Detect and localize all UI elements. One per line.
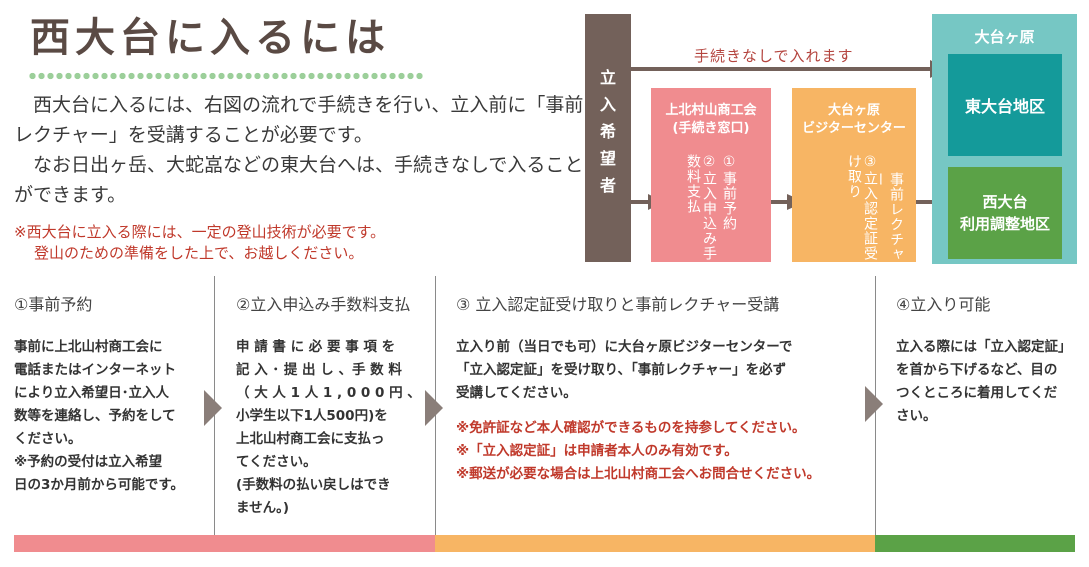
step-arrow-2 bbox=[425, 390, 443, 426]
color-bar-orange bbox=[435, 535, 875, 552]
west-odai-area: 西大台 利用調整地区 bbox=[948, 167, 1062, 259]
step-4-body: 立入る際には「立入認定証」 を首から下げるなど、目の つくところに着用してくだ … bbox=[896, 339, 1072, 424]
step-3-note-2: ※「立入認定証」は申請者本人のみ有効です。 bbox=[456, 443, 738, 459]
step3-vertical-label-b: 事前レクチャー bbox=[872, 172, 904, 262]
shokokai-title: 上北村山商工会 (手続き窓口) bbox=[665, 103, 757, 136]
visitor-center-title: 大台ヶ原 ビジターセンター bbox=[802, 103, 906, 136]
color-bar-green bbox=[875, 535, 1075, 552]
skill-notice-line-2: 登山のための準備をした上で、お越しください。 bbox=[34, 244, 364, 262]
step-arrow-1 bbox=[204, 390, 222, 426]
step-3: ③ 立入認定証受け取りと事前レクチャー受講 立入り前（当日でも可）に大台ヶ原ビジ… bbox=[456, 294, 866, 486]
step-1: ①事前予約 事前に上北山村商工会に 電話またはインターネット により立入希望日･… bbox=[14, 294, 204, 497]
step1-vertical-label: ①事前予約 bbox=[721, 154, 737, 231]
step-3-note-1: ※免許証など本人確認ができるものを持参してください。 bbox=[456, 420, 806, 436]
page-title: 西大台に入るには bbox=[30, 15, 390, 61]
step-4-heading: ④立入り可能 bbox=[896, 295, 991, 314]
step-2-heading: ②立入申込み手数料支払 bbox=[236, 295, 411, 314]
applicant-box: 立 入 希 望 者 bbox=[585, 14, 631, 262]
intro-paragraph-2: なお日出ヶ岳、大蛇嵓などの東大台へは、手続きなしで入ることができます。 bbox=[14, 154, 584, 206]
direct-entry-label: 手続きなしで入れます bbox=[694, 47, 854, 65]
step-4: ④立入り可能 立入る際には「立入認定証」 を首から下げるなど、目の つくところに… bbox=[896, 294, 1081, 428]
step-3-note-3: ※郵送が必要な場合は上北山村商工会へお問合せください。 bbox=[456, 466, 821, 482]
step-2: ②立入申込み手数料支払 申 請 書 に 必 要 事 項 を 記 入 ･ 提 出 … bbox=[236, 294, 426, 520]
odaigahara-panel: 大台ヶ原 東大台地区 西大台 利用調整地区 bbox=[932, 14, 1077, 264]
step2-vertical-label: ②立入申込み手数料支払 bbox=[685, 154, 717, 261]
title-dotted-underline bbox=[28, 72, 424, 80]
odaigahara-label: 大台ヶ原 bbox=[974, 28, 1035, 46]
color-bar-pink bbox=[14, 535, 435, 552]
step-2-body: 申 請 書 に 必 要 事 項 を 記 入 ･ 提 出 し 、手 数 料 （ 大… bbox=[236, 339, 421, 516]
skill-notice-line-1: ※西大台に立入る際には、一定の登山技術が必要です。 bbox=[14, 223, 386, 241]
visitor-center-box: 大台ヶ原 ビジターセンター ③立入認定証受け取り 事前レクチャー bbox=[792, 88, 916, 262]
skill-notice: ※西大台に立入る際には、一定の登山技術が必要です。 登山のための準備をした上で、… bbox=[14, 222, 574, 264]
intro-text: 西大台に入るには、右図の流れで手続きを行い、立入前に「事前レクチャー」を受講する… bbox=[14, 90, 584, 210]
step-1-body: 事前に上北山村商工会に 電話またはインターネット により立入希望日･立入人 数等… bbox=[14, 339, 185, 493]
step-arrow-3 bbox=[865, 386, 883, 422]
step-3-body: 立入り前（当日でも可）に大台ヶ原ビジターセンターで 「立入認定証」を受け取り、「… bbox=[456, 336, 866, 486]
intro-paragraph-1: 西大台に入るには、右図の流れで手続きを行い、立入前に「事前レクチャー」を受講する… bbox=[14, 94, 584, 146]
step3-vertical-label-a: ③立入認定証受け取り bbox=[846, 154, 878, 261]
shokokai-box: 上北村山商工会 (手続き窓口) ①事前予約 ②立入申込み手数料支払 bbox=[651, 88, 771, 262]
flow-arrows bbox=[631, 60, 950, 210]
step-1-heading: ①事前予約 bbox=[14, 295, 93, 314]
step-3-heading: ③ 立入認定証受け取りと事前レクチャー受講 bbox=[456, 295, 780, 314]
applicant-label: 立 入 希 望 者 bbox=[599, 68, 616, 195]
east-odai-area: 東大台地区 bbox=[948, 54, 1062, 156]
